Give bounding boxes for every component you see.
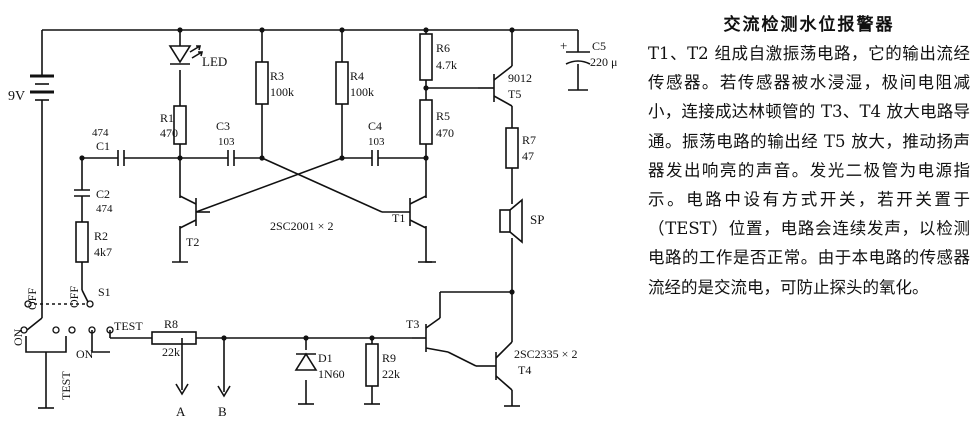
r6-name: R6	[436, 41, 450, 55]
transistor-t1-symbol	[382, 195, 427, 229]
c5-value: 220 μ	[590, 55, 617, 69]
t5-label: T5	[508, 87, 521, 101]
r4-name: R4	[350, 69, 364, 83]
r1-value: 470	[160, 126, 178, 140]
circuit-schematic: 9V LED R1 470 R3 100k R4 100k R6 4.7k R5…	[8, 27, 617, 419]
t34-type-label: 2SC2335 × 2	[514, 347, 577, 361]
description-title: 交流检测水位报警器	[723, 15, 895, 35]
transistor-t3-symbol	[425, 317, 449, 353]
r1-name: R1	[160, 111, 174, 125]
c3-value: 103	[218, 136, 235, 148]
description-panel: 交流检测水位报警器 T1、T2 组成自激振荡电路，它的输出流经传感器。若传感器被…	[648, 6, 970, 302]
probe-arrows	[175, 383, 231, 398]
switch-label: S1	[98, 285, 111, 299]
off-pos-left: OFF	[25, 288, 39, 310]
speaker-label: SP	[530, 212, 544, 227]
t2-label: T2	[186, 235, 199, 249]
speaker-symbol	[499, 198, 523, 244]
t12-type-label: 2SC2001 × 2	[270, 219, 333, 233]
r2-value: 4k7	[94, 245, 112, 259]
description-body: T1、T2 组成自激振荡电路，它的输出流经传感器。若传感器被水浸湿，极间电阻减小…	[648, 44, 970, 297]
t3-label: T3	[406, 317, 419, 331]
on-pos-left: ON	[11, 328, 25, 346]
t5-type-label: 9012	[508, 71, 532, 85]
r5-name: R5	[436, 109, 450, 123]
c5-plus: +	[560, 38, 567, 53]
r6-value: 4.7k	[436, 58, 457, 72]
probe-b-label: B	[218, 404, 227, 419]
diode-d1-symbol	[294, 352, 318, 371]
c4-name: C4	[368, 119, 382, 133]
switch-contacts	[20, 300, 114, 334]
r5-value: 470	[436, 126, 454, 140]
r3-value: 100k	[270, 85, 294, 99]
c4-value: 103	[368, 136, 385, 148]
c3-name: C3	[216, 119, 230, 133]
on-pos-right: ON	[76, 347, 94, 361]
r9-value: 22k	[382, 367, 400, 381]
r7-value: 47	[522, 149, 534, 163]
resistor-bodies	[75, 33, 519, 387]
led-diode-symbol	[168, 45, 204, 65]
transistor-t2-symbol	[179, 195, 210, 229]
r7-name: R7	[522, 133, 536, 147]
transistor-t5-symbol	[478, 65, 513, 107]
c1-name: C1	[96, 139, 110, 153]
off-pos-right: OFF	[67, 286, 81, 308]
ground-symbols	[172, 226, 520, 407]
d1-name: D1	[318, 351, 333, 365]
led-label: LED	[202, 54, 227, 69]
transistor-t4-symbol	[486, 341, 513, 391]
r9-name: R9	[382, 351, 396, 365]
junction-dots	[79, 27, 515, 341]
d1-value: 1N60	[318, 367, 345, 381]
r2-name: R2	[94, 229, 108, 243]
c2-name: C2	[96, 187, 110, 201]
r8-value: 22k	[162, 345, 180, 359]
c2-value: 474	[96, 203, 113, 215]
battery-voltage: 9V	[8, 89, 25, 104]
r3-name: R3	[270, 69, 284, 83]
wires	[25, 29, 588, 409]
probe-a-label: A	[176, 404, 186, 419]
test-pos-right: TEST	[114, 319, 143, 333]
test-pos-left: TEST	[59, 371, 73, 400]
c1-value: 474	[92, 127, 109, 139]
r4-value: 100k	[350, 85, 374, 99]
t1-label: T1	[392, 211, 405, 225]
t4-label: T4	[518, 363, 531, 377]
r8-name: R8	[164, 317, 178, 331]
capacitor-plates	[74, 51, 591, 197]
c5-name: C5	[592, 39, 606, 53]
